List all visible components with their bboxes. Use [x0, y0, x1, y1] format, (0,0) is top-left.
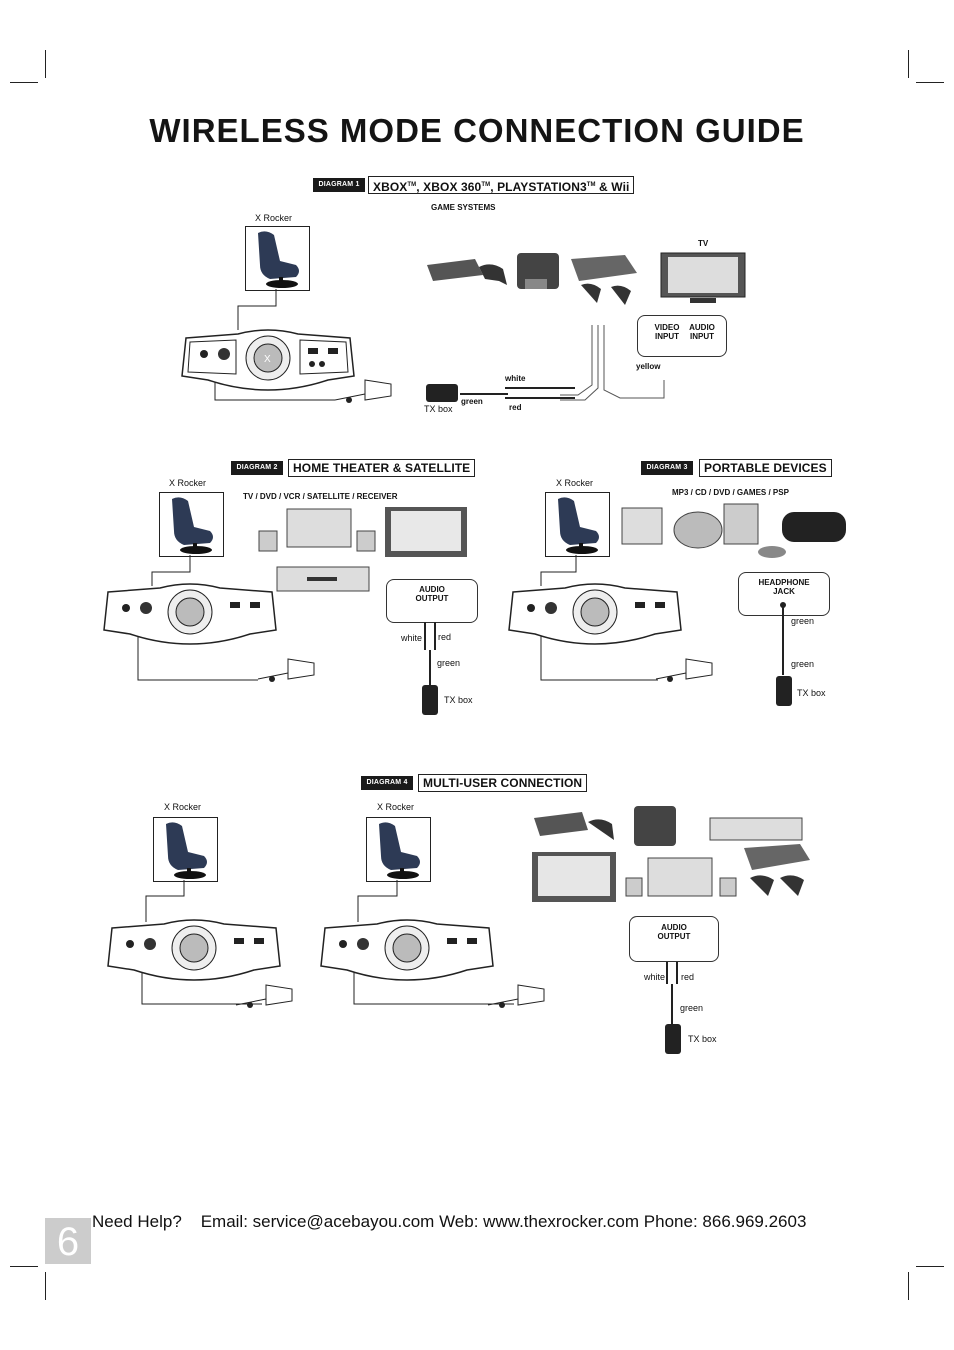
- green-cable-label: green: [437, 658, 461, 668]
- diagram3-label: DIAGRAM 3: [641, 461, 693, 475]
- tx-box-image: [776, 676, 792, 706]
- x-rocker-chair-image-1: [153, 817, 218, 882]
- headphone-jack-label: HEADPHONE JACK: [758, 578, 810, 596]
- green-cable-label: green: [680, 1003, 704, 1013]
- audio-output-label: AUDIO OUTPUT: [415, 585, 449, 603]
- tv-label: TV: [698, 239, 709, 248]
- red-cable-label: red: [438, 632, 452, 642]
- video-audio-input-panel: VIDEO INPUT AUDIO INPUT: [637, 315, 727, 357]
- x-rocker-chair-image-2: [366, 817, 431, 882]
- red-cable-label: red: [509, 403, 522, 412]
- page-title: WIRELESS MODE CONNECTION GUIDE: [149, 112, 805, 149]
- phone-label: Phone:: [643, 1212, 698, 1231]
- diagram4-title: MULTI-USER CONNECTION: [418, 774, 588, 792]
- diagram1-title: XBOXTM, XBOX 360TM, PLAYSTATION3TM & Wii: [368, 176, 635, 194]
- web-link[interactable]: www.thexrocker.com: [483, 1212, 640, 1231]
- control-panel-image-2: [320, 919, 494, 981]
- diagram2-title: HOME THEATER & SATELLITE: [288, 459, 476, 477]
- crop-mark-tr-h: [916, 82, 944, 83]
- chair-label-2: X Rocker: [377, 802, 415, 812]
- x-rocker-chair-image: [545, 492, 610, 557]
- power-adapter-image: [257, 658, 315, 682]
- control-panel-image-1: [107, 919, 281, 981]
- green-cable-label-1: green: [791, 616, 815, 626]
- tx-box-image: [665, 1024, 681, 1054]
- power-adapter-image: [655, 658, 713, 682]
- diagram3-title: PORTABLE DEVICES: [699, 459, 832, 477]
- power-adapter-image: [334, 379, 392, 403]
- game-consoles-image: [427, 253, 637, 305]
- tx-box-image: [422, 685, 438, 715]
- chair-label: X Rocker: [255, 213, 293, 223]
- tx-box-label: TX box: [797, 688, 826, 698]
- devices-label: TV / DVD / VCR / SATELLITE / RECEIVER: [243, 492, 398, 501]
- crop-mark-br-h: [916, 1266, 944, 1267]
- tx-box-label: TX box: [444, 695, 473, 705]
- audio-output-label: AUDIO OUTPUT: [657, 923, 691, 941]
- audio-input-label: AUDIO INPUT: [689, 323, 715, 341]
- yellow-cable-label: yellow: [636, 362, 661, 371]
- audio-output-panel: AUDIO OUTPUT: [629, 916, 719, 962]
- green-cable-label-2: green: [791, 659, 815, 669]
- x-rocker-chair-image: [159, 492, 224, 557]
- white-cable-label: white: [401, 633, 423, 643]
- help-footer: Need Help? Email: service@acebayou.com W…: [92, 1212, 806, 1232]
- tx-box-label: TX box: [688, 1034, 717, 1044]
- email-label: Email:: [200, 1212, 248, 1231]
- white-cable-label: white: [505, 374, 526, 383]
- control-panel-image: [508, 583, 682, 645]
- phone-number: 866.969.2603: [702, 1212, 807, 1231]
- email-link[interactable]: service@acebayou.com: [252, 1212, 435, 1231]
- audio-output-panel: AUDIO OUTPUT: [386, 579, 478, 623]
- white-cable-label: white: [644, 972, 666, 982]
- crop-mark-bl-v: [45, 1272, 46, 1300]
- control-panel-image: X: [181, 329, 355, 391]
- web-label: Web:: [439, 1212, 479, 1231]
- game-systems-label: GAME SYSTEMS: [431, 203, 496, 212]
- tx-box-label: TX box: [424, 404, 453, 414]
- chair-label: X Rocker: [556, 478, 594, 488]
- multi-devices-image: [532, 806, 810, 902]
- crop-mark-br-v: [908, 1272, 909, 1300]
- crop-mark-tl-v: [45, 50, 46, 78]
- tx-box-image: [426, 384, 458, 402]
- home-theater-image: [258, 507, 467, 592]
- video-input-label: VIDEO INPUT: [654, 323, 680, 341]
- chair-label: X Rocker: [169, 478, 207, 488]
- diagram1-label: DIAGRAM 1: [313, 178, 365, 192]
- tv-image: [660, 252, 746, 303]
- power-adapter-image-2: [487, 984, 545, 1008]
- diagram4-label: DIAGRAM 4: [361, 776, 413, 790]
- control-panel-image: [103, 583, 277, 645]
- power-adapter-image-1: [235, 984, 293, 1008]
- devices-label: MP3 / CD / DVD / GAMES / PSP: [672, 488, 789, 497]
- crop-mark-tl-h: [10, 82, 38, 83]
- diagram2-label: DIAGRAM 2: [231, 461, 283, 475]
- red-cable-label: red: [681, 972, 695, 982]
- portable-devices-image: [621, 503, 846, 558]
- chair-label-1: X Rocker: [164, 802, 202, 812]
- green-cable-label: green: [461, 397, 483, 406]
- page-number: 6: [45, 1218, 91, 1264]
- svg-text:X: X: [264, 354, 271, 365]
- x-rocker-chair-image: [245, 226, 310, 291]
- help-text: Need Help?: [92, 1212, 182, 1231]
- crop-mark-tr-v: [908, 50, 909, 78]
- crop-mark-bl-h: [10, 1266, 38, 1267]
